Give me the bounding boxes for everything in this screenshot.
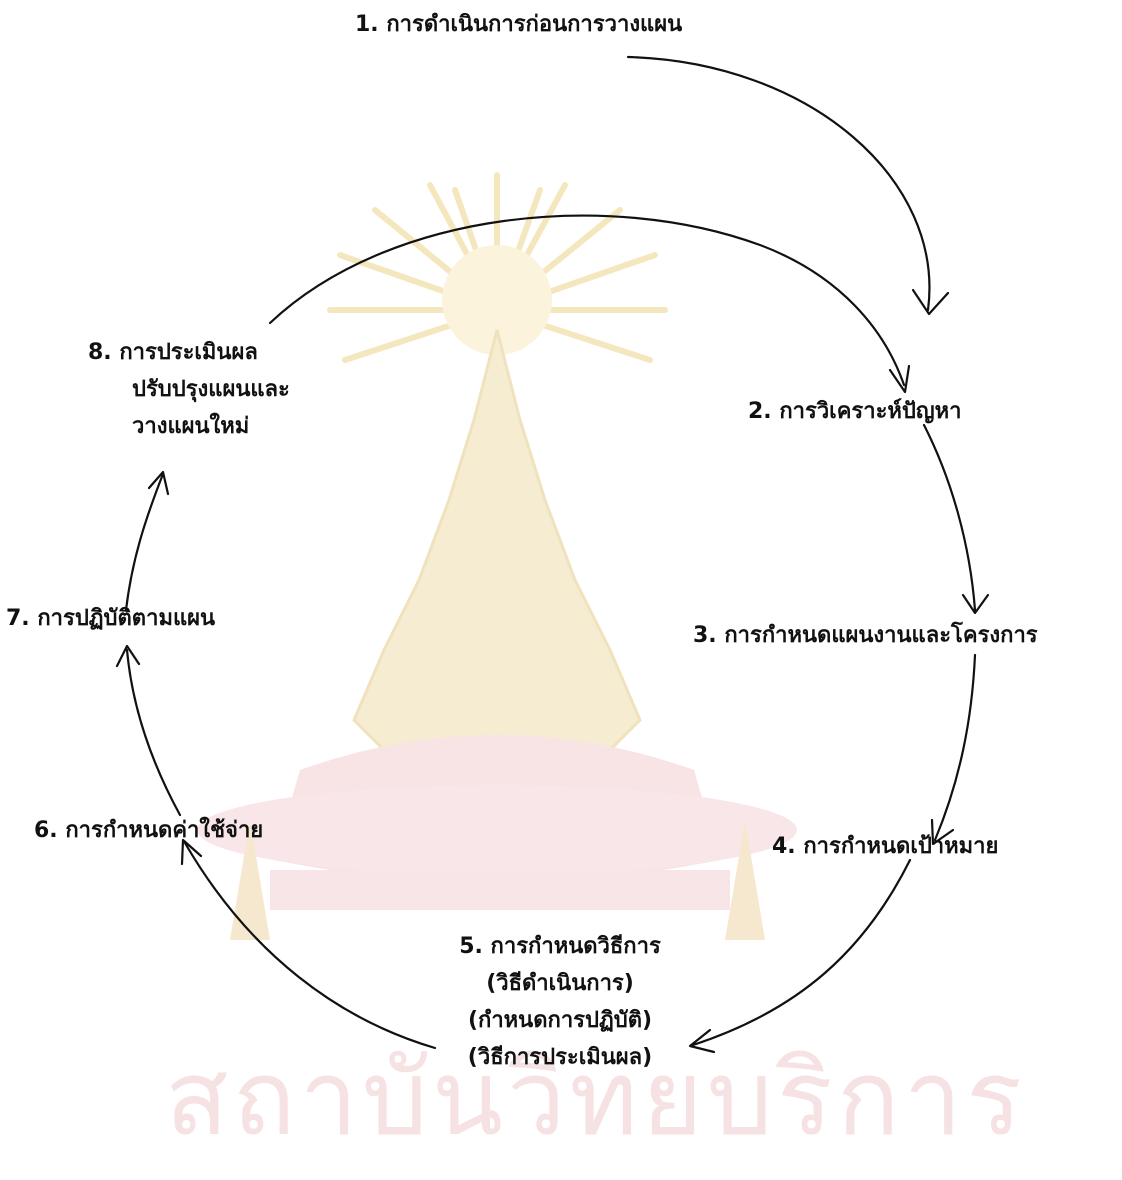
step-2-label: 2. การวิเคราะห์ปัญหา <box>748 393 961 430</box>
step-5-line-3: (กำหนดการปฏิบัติ) <box>420 1002 700 1039</box>
step-1-line-1: 1. การดำเนินการก่อนการวางแผน <box>355 6 682 43</box>
step-2-line-1: 2. การวิเคราะห์ปัญหา <box>748 393 961 430</box>
step-8-label: 8. การประเมินผล ปรับปรุงแผนและ วางแผนใหม… <box>88 334 290 445</box>
arrow-8-to-2 <box>270 216 904 385</box>
step-7-label: 7. การปฏิบัติตามแผน <box>6 600 215 637</box>
step-5-line-2: (วิธีดำเนินการ) <box>420 965 700 1002</box>
step-5-line-1: 5. การกำหนดวิธีการ <box>420 928 700 965</box>
step-4-line-1: 4. การกำหนดเป้าหมาย <box>772 828 998 865</box>
arrow-3-to-4 <box>935 655 975 840</box>
step-4-label: 4. การกำหนดเป้าหมาย <box>772 828 998 865</box>
arrow-1-to-2 <box>628 57 929 310</box>
step-8-line-3: วางแผนใหม่ <box>88 408 290 445</box>
arrow-6-to-7 <box>127 650 180 815</box>
step-3-label: 3. การกำหนดแผนงานและโครงการ <box>693 617 1038 654</box>
step-8-line-2: ปรับปรุงแผนและ <box>88 371 290 408</box>
step-7-line-1: 7. การปฏิบัติตามแผน <box>6 600 215 637</box>
step-6-line-1: 6. การกำหนดค่าใช้จ่าย <box>34 812 263 849</box>
arrowhead-8-to-2 <box>890 366 909 392</box>
step-5-line-4: (วิธีการประเมินผล) <box>420 1039 700 1076</box>
arrowhead-1-to-2 <box>913 290 948 314</box>
step-8-line-1: 8. การประเมินผล <box>88 334 290 371</box>
step-6-label: 6. การกำหนดค่าใช้จ่าย <box>34 812 263 849</box>
step-1-label: 1. การดำเนินการก่อนการวางแผน <box>355 6 682 43</box>
arrow-4-to-5 <box>693 860 910 1045</box>
arrow-2-to-3 <box>924 425 975 610</box>
step-3-line-1: 3. การกำหนดแผนงานและโครงการ <box>693 617 1038 654</box>
step-5-label: 5. การกำหนดวิธีการ (วิธีดำเนินการ) (กำหน… <box>420 928 700 1076</box>
arrow-7-to-8 <box>126 474 163 610</box>
arrow-5-to-6 <box>185 843 435 1048</box>
